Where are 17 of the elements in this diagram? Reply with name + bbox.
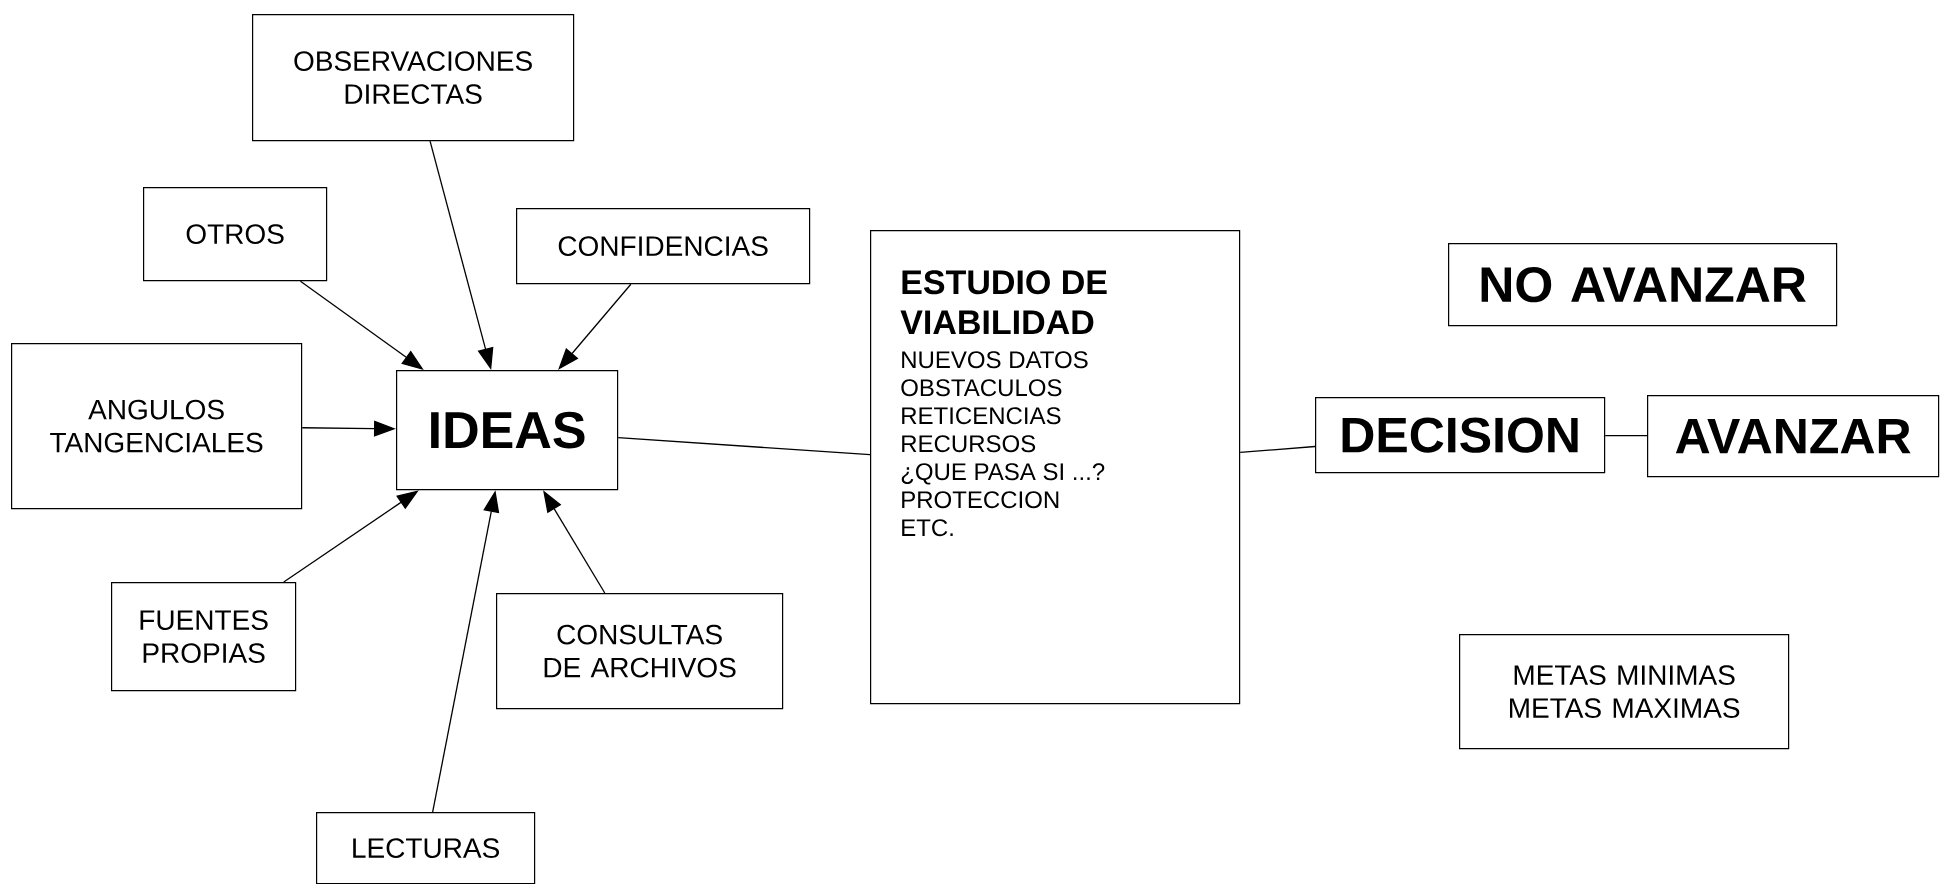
decision-box: DECISION — [1315, 397, 1606, 474]
connector-line — [1604, 434, 1648, 437]
source-box: FUENTES PROPIAS — [111, 582, 297, 692]
source-box: OBSERVACIONES DIRECTAS — [252, 14, 575, 142]
goals-box: METAS MINIMAS METAS MAXIMAS — [1459, 634, 1790, 750]
source-box: OTROS — [143, 187, 328, 282]
connector-line — [617, 436, 871, 456]
arrow — [558, 283, 632, 370]
source-box: CONSULTAS DE ARCHIVOS — [496, 593, 784, 710]
source-box: LECTURAS — [316, 812, 536, 884]
source-box: ANGULOS TANGENCIALES — [11, 343, 303, 510]
ideas-box: IDEAS — [396, 370, 619, 491]
outcome-box: NO AVANZAR — [1448, 243, 1838, 327]
study-box: ESTUDIO DE VIABILIDAD NUEVOS DATOS OBSTACULOS RETICENCIAS RECURSOS ¿QUE PASA SI ...? PROTECCION ETC. — [870, 230, 1241, 705]
source-box: CONFIDENCIAS — [516, 208, 811, 285]
outcome-box: AVANZAR — [1647, 395, 1940, 478]
connector-line — [1239, 445, 1316, 454]
